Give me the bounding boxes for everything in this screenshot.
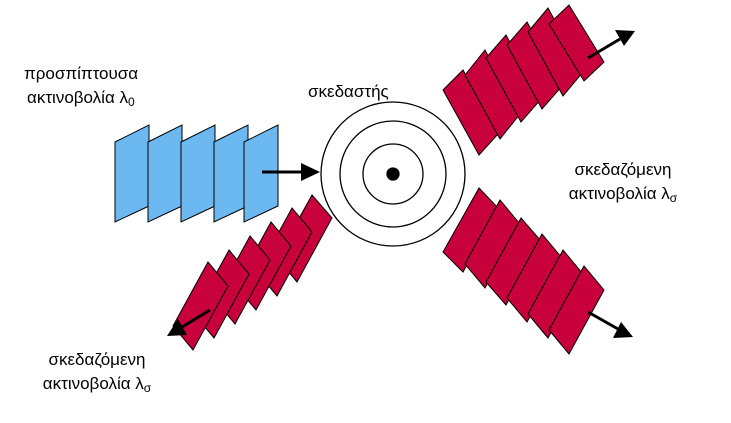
scattered-left-label-line2: ακτινοβολία λσ — [22, 372, 172, 396]
incident-arrow — [262, 163, 320, 181]
scattered-right-label-line1: σκεδαζόμενη — [574, 160, 672, 179]
incident-label-subscript: 0 — [128, 95, 135, 109]
scatterer-center-dot — [386, 167, 400, 181]
scattered-wave-bottom-right — [442, 187, 605, 355]
scattered-right-label-line2: ακτινοβολία λσ — [548, 182, 698, 206]
scatterer — [320, 101, 466, 247]
scattered-left-label-line1: σκεδαζόμενη — [48, 350, 146, 369]
scattered-right-label-text: ακτινοβολία λ — [568, 184, 670, 203]
scattered-wave-bottom-left — [172, 194, 333, 351]
incident-wave — [114, 124, 279, 223]
scattered-left-label-subscript: σ — [143, 381, 152, 395]
scattered-left-label: σκεδαζόμενη ακτινοβολία λσ — [22, 348, 172, 396]
scattered-arrow-bottom-right — [587, 310, 633, 338]
incident-label-line1: προσπίπτουσα — [24, 64, 139, 83]
scattered-wave-top-right — [442, 4, 605, 156]
scattered-right-label-subscript: σ — [669, 191, 678, 205]
scattered-arrow-top-right — [587, 30, 635, 60]
incident-label: προσπίπτουσα ακτινοβολία λ0 — [24, 62, 138, 110]
scattered-left-label-text: ακτινοβολία λ — [42, 374, 144, 393]
scattered-right-label: σκεδαζόμενη ακτινοβολία λσ — [548, 158, 698, 206]
scattered-arrow-bottom-left — [167, 308, 211, 336]
scatterer-label: σκεδαστής — [308, 82, 389, 101]
incident-label-text: ακτινοβολία λ — [27, 88, 129, 107]
incident-label-line2: ακτινοβολία λ0 — [27, 86, 138, 110]
